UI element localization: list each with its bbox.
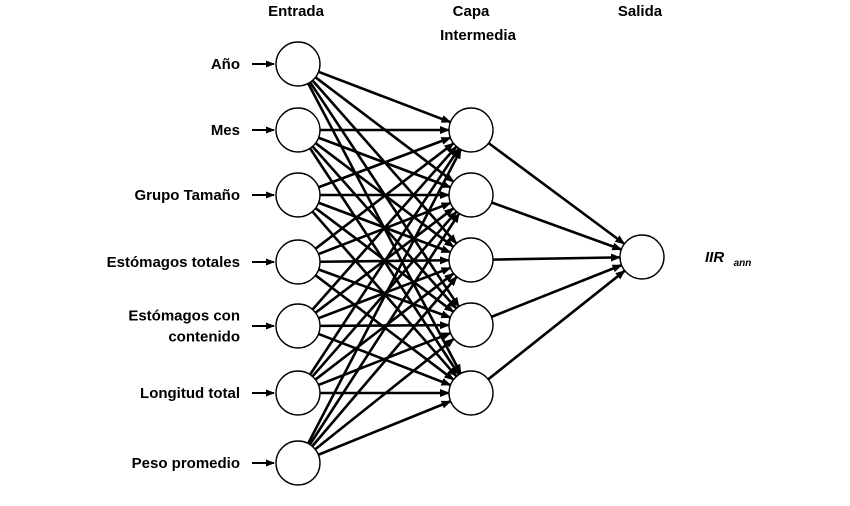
edge-input-7-hidden-2 — [308, 212, 461, 446]
input-label-7: Peso promedio — [132, 455, 240, 472]
input-node-7 — [275, 440, 321, 486]
edge-input-7-hidden-5 — [317, 400, 452, 456]
input-node-5 — [275, 303, 321, 349]
edge-input-7-hidden-4 — [314, 337, 455, 451]
header-output: Salida — [618, 3, 663, 20]
connections-layer — [306, 70, 626, 456]
output-node — [619, 234, 665, 280]
edge-input-6-hidden-1 — [309, 147, 460, 376]
edge-input-5-hidden-1 — [311, 145, 458, 311]
header-input: Entrada — [268, 3, 325, 20]
edge-hidden-5-output — [487, 269, 626, 381]
input-node-1 — [275, 41, 321, 87]
edge-input-4-hidden-1 — [314, 142, 455, 250]
input-node-2 — [275, 107, 321, 153]
input-label-5-line-1: Estómagos con — [128, 308, 240, 325]
edge-hidden-3-output — [492, 253, 622, 262]
edge-input-7-hidden-3 — [311, 275, 458, 448]
input-label-5-line-2: contenido — [168, 329, 240, 346]
header-hidden-line1: Capa — [453, 3, 490, 20]
input-node-3 — [275, 172, 321, 218]
input-arrows-layer — [252, 60, 275, 467]
input-node-6 — [275, 370, 321, 416]
hidden-node-5 — [448, 370, 494, 416]
edge-hidden-2-output — [491, 201, 623, 251]
edge-hidden-4-output — [490, 263, 623, 319]
edge-hidden-1-output — [487, 142, 626, 245]
input-label-4: Estómagos totales — [107, 254, 240, 271]
input-label-1: Año — [211, 56, 240, 73]
hidden-node-4 — [448, 302, 494, 348]
edge-input-1-hidden-1 — [318, 70, 452, 124]
input-label-6: Longitud total — [140, 385, 240, 402]
hidden-node-3 — [448, 237, 494, 283]
nodes-layer — [275, 41, 665, 486]
input-node-4 — [275, 239, 321, 285]
hidden-node-2 — [448, 172, 494, 218]
output-label-sub: ann — [734, 258, 752, 269]
output-label: IIR ann — [705, 249, 751, 269]
edge-input-3-hidden-1 — [318, 136, 452, 189]
edge-input-7-hidden-1 — [306, 148, 463, 445]
hidden-node-1 — [448, 107, 494, 153]
output-label-main: IIR — [705, 249, 724, 266]
input-label-3: Grupo Tamaño — [134, 187, 240, 204]
input-label-2: Mes — [211, 122, 240, 139]
edge-input-6-hidden-3 — [314, 272, 455, 381]
header-hidden-line2: Intermedia — [440, 27, 517, 44]
edge-input-6-hidden-4 — [317, 331, 452, 387]
